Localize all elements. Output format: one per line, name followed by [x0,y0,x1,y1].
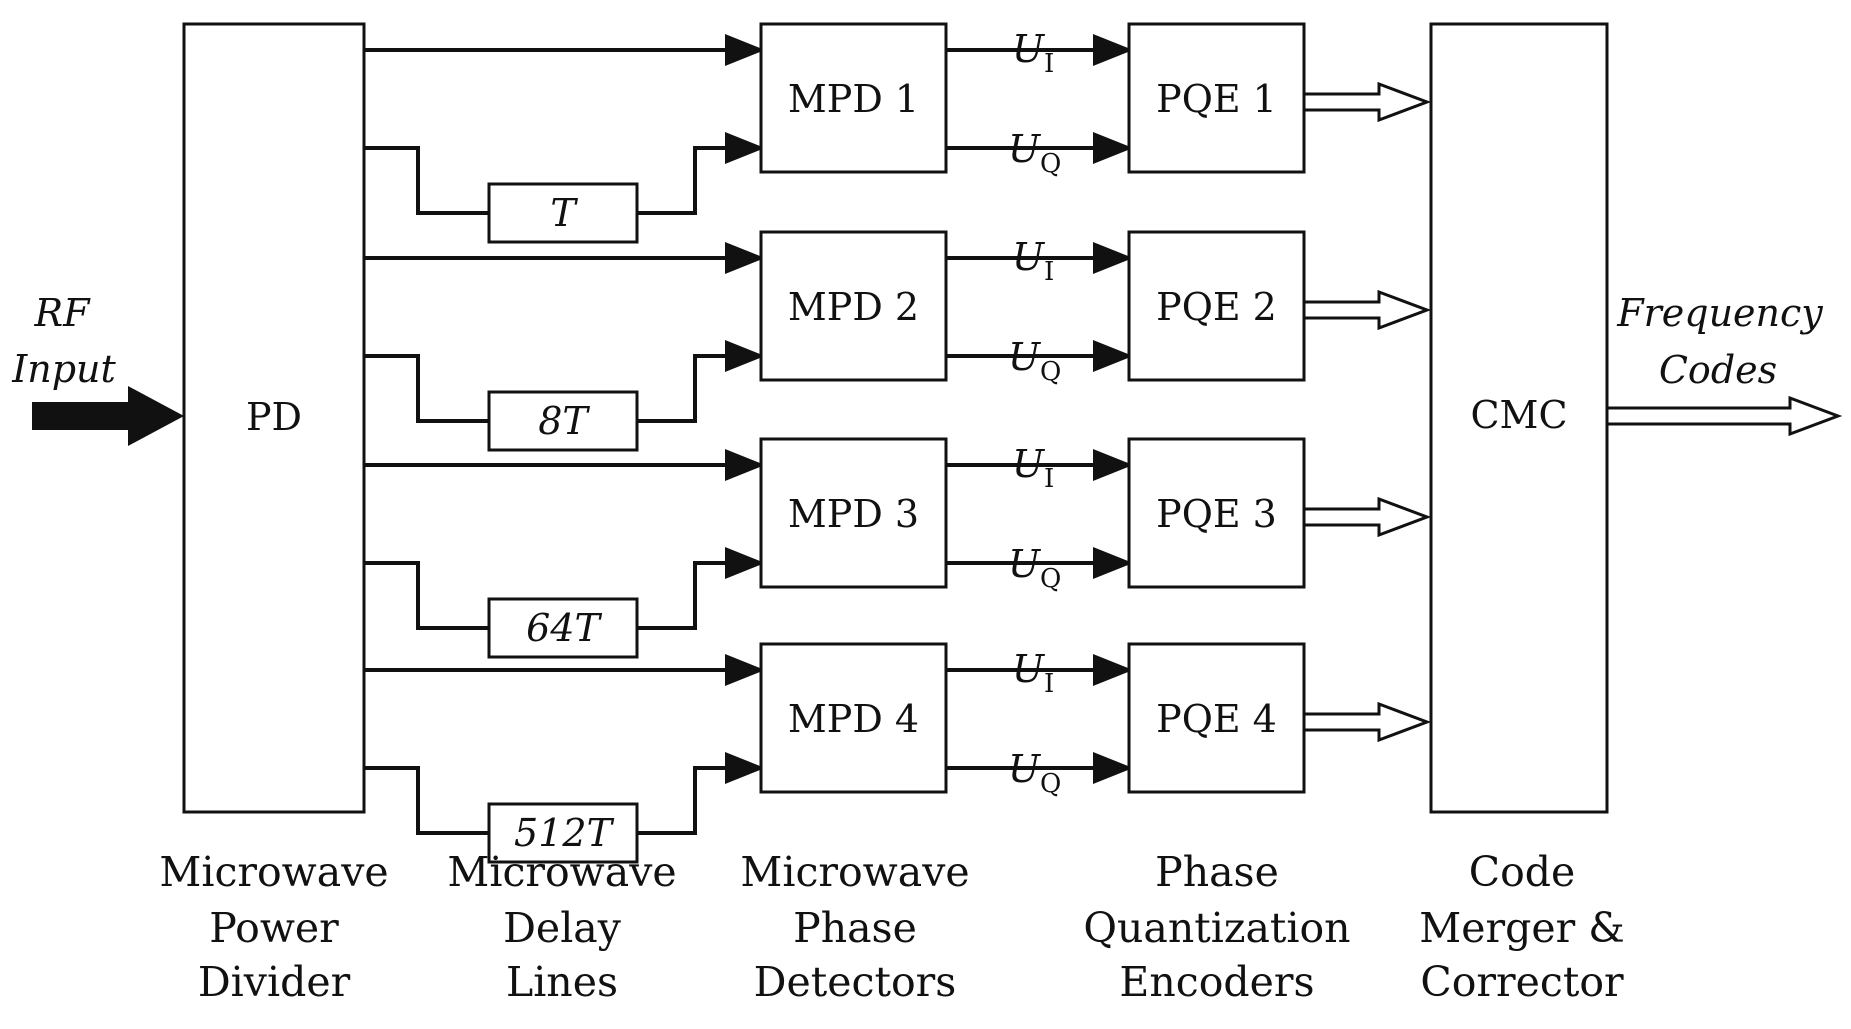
rf-input-arrow-head [128,386,184,446]
caption-detectors-1: Microwave [740,848,969,896]
mpd-box-3 [759,437,948,589]
output-label-line2: Codes [1659,348,1777,392]
delay-line-in-1 [364,146,489,215]
delay-line-out-3 [637,547,765,630]
ui-label-2: UI [1012,235,1054,287]
cmc-label: CMC [1470,393,1567,437]
caption-detectors-2: Phase [793,904,917,952]
pqe-to-cmc-arrow-3 [1302,496,1432,538]
output-label-line1: Frequency [1616,291,1823,335]
uq-label-4: UQ [1008,747,1061,799]
delay-label-3: 64T [526,606,602,650]
pqe-to-cmc-arrow-2 [1302,289,1432,331]
pqe-to-cmc-arrow-4 [1302,701,1432,743]
delay-label-1: T [550,191,578,235]
caption-encoders-2: Quantization [1083,904,1350,952]
caption-encoders-1: Phase [1155,848,1279,896]
delay-line-out-2 [637,340,765,423]
uq-label-3: UQ [1008,542,1061,594]
mpd-box-4 [759,642,948,794]
caption-merger-1: Code [1469,848,1576,896]
pqe-box-3 [1127,437,1306,589]
uq-label-1: UQ [1008,127,1061,179]
rf-input-arrow-shaft [32,402,132,430]
mpd-label-1: MPD 1 [788,77,919,121]
output-arrow [1605,395,1843,437]
caption-divider-1: Microwave [159,848,388,896]
caption-merger-2: Merger & [1419,904,1624,952]
delay-box-3 [487,597,639,659]
pqe-label-3: PQE 3 [1156,492,1277,536]
rf-input-label-line2: Input [11,347,116,391]
mpd-label-4: MPD 4 [788,697,919,741]
mpd-box-1 [759,22,948,174]
delay-label-2: 8T [538,399,590,443]
mpd-label-3: MPD 3 [788,492,919,536]
pqe-to-cmc-arrow-1 [1302,81,1432,123]
wires [32,34,1843,835]
delay-line-out-4 [637,752,765,835]
ui-label-1: UI [1012,27,1054,79]
mpd-label-2: MPD 2 [788,285,919,329]
caption-merger-3: Corrector [1420,958,1624,1006]
pqe-box-1 [1127,22,1306,174]
mpd-box-2 [759,230,948,382]
delay-label-4: 512T [514,811,615,855]
delay-box-2 [487,390,639,452]
caption-detectors-3: Detectors [754,958,957,1006]
pqe-label-2: PQE 2 [1156,285,1277,329]
power-divider-box [182,22,366,814]
delay-line-out-1 [637,132,765,215]
caption-encoders-3: Encoders [1119,958,1314,1006]
caption-delays-2: Delay [503,904,622,952]
caption-divider-2: Power [209,904,339,952]
caption-delays-1: Microwave [447,848,676,896]
delay-box-4 [487,802,639,864]
pqe-label-1: PQE 1 [1156,77,1277,121]
delay-line-in-4 [364,766,489,835]
ui-label-3: UI [1012,442,1054,494]
delay-line-in-3 [364,561,489,630]
pqe-box-2 [1127,230,1306,382]
pqe-label-4: PQE 4 [1156,697,1277,741]
delay-line-in-2 [364,354,489,423]
power-divider-label: PD [246,395,302,439]
rf-input-label-line1: RF [34,291,92,335]
cmc-box [1429,22,1609,814]
caption-divider-3: Divider [198,958,351,1006]
pqe-box-4 [1127,642,1306,794]
caption-delays-3: Lines [506,958,618,1006]
delay-box-1 [487,182,639,244]
ui-label-4: UI [1012,647,1054,699]
boxes [182,22,1609,864]
uq-label-2: UQ [1008,335,1061,387]
